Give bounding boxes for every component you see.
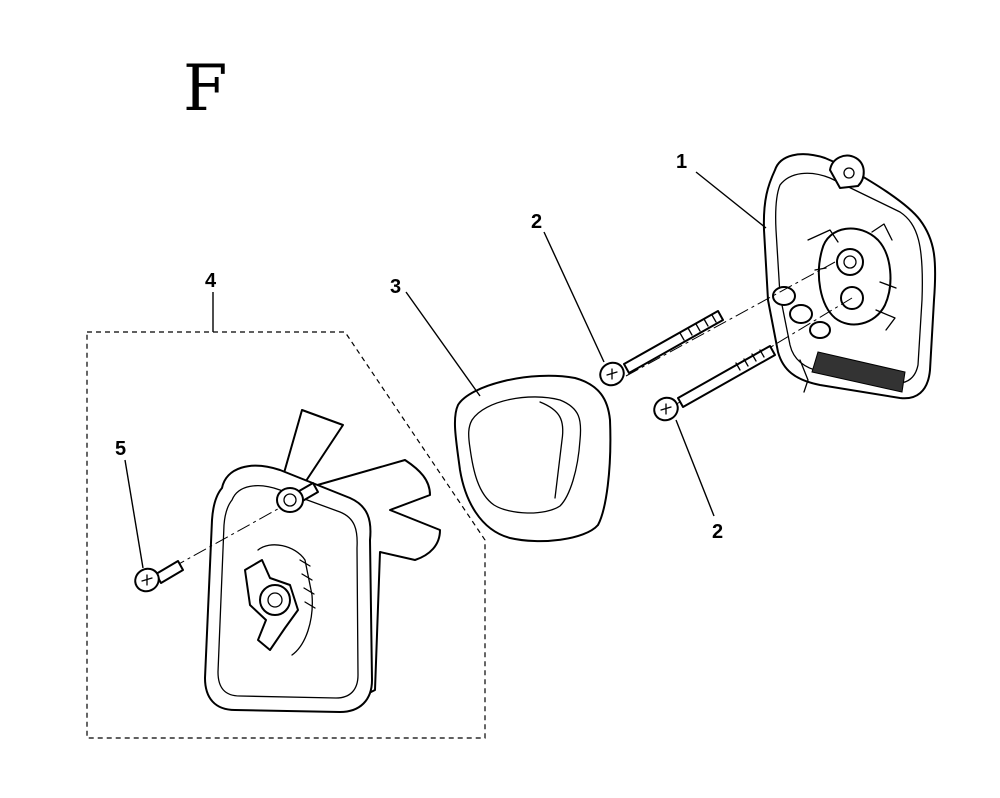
filter-cover — [204, 409, 441, 713]
sheet-letter: F — [183, 52, 227, 126]
filter-element-ring — [453, 374, 612, 543]
leader-1 — [695, 171, 767, 229]
cover-screw-right — [276, 482, 319, 513]
leader-3 — [405, 291, 481, 397]
callout-part-1: 1 — [676, 151, 687, 173]
callout-part-5: 5 — [115, 438, 126, 460]
callout-part-4: 4 — [205, 270, 217, 292]
leader-5 — [124, 459, 144, 569]
callout-part-2-upper: 2 — [531, 211, 542, 233]
callout-part-3: 3 — [390, 276, 401, 298]
bolt-upper — [599, 310, 724, 387]
assembly-boundary — [86, 331, 486, 739]
callout-part-2-lower: 2 — [712, 521, 723, 543]
filter-housing-base — [762, 153, 937, 400]
cover-screw-left — [134, 560, 184, 593]
leader-2-lower — [675, 419, 715, 517]
leader-2-upper — [543, 231, 605, 363]
bolt-lower — [653, 345, 776, 422]
